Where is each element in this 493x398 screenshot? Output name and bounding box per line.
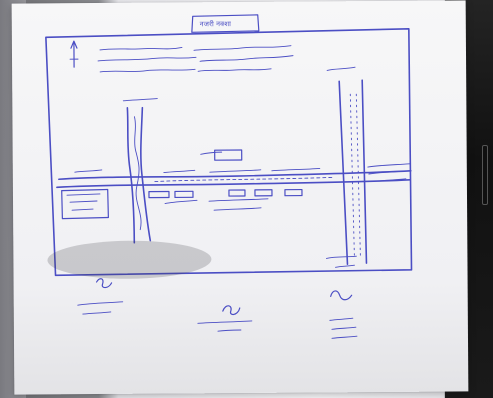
note-line-5 [199,55,294,62]
left-parcel-box [61,188,109,220]
main-road-bottom-edge [56,179,411,189]
road-label-3 [209,169,262,173]
signature-left-label-2 [82,311,112,315]
small-box-1 [148,190,170,199]
road-label-1 [74,169,103,173]
vertical-road-centerline [349,93,355,258]
left-road-label [122,98,158,102]
small-box-3 [228,189,246,197]
road-label-4 [271,167,321,172]
right-road-note-2 [368,170,411,175]
signature-center-label-2 [217,329,242,332]
note-line-1 [99,46,183,51]
left-vertical-road-right [140,106,152,242]
note-line-4 [193,45,292,51]
label-box-top [214,149,243,161]
note-line-2 [97,56,197,62]
small-box-5 [284,188,303,197]
left-vertical-road-left [126,106,136,244]
road-label-2 [163,169,196,173]
main-road-centerline [154,176,335,183]
vertical-road-bottom-note-2 [335,264,355,268]
right-road-note-1 [367,163,411,168]
main-road-top-edge [58,170,412,181]
signature-left [95,278,113,289]
hand-shadow [47,240,212,279]
sub-label-2 [208,198,269,202]
left-parcel-line-3 [71,208,94,211]
signature-left-label-1 [77,301,124,306]
hand-drawn-map: नजरी नक्शा [45,14,413,339]
signature-right-label-3 [331,335,358,339]
north-arrow-icon [69,40,79,68]
top-right-note [326,66,356,71]
paper-sheet: नजरी नक्शा [11,0,469,395]
left-vertical-road-centerline [133,116,142,231]
signature-right-label-1 [329,317,354,321]
note-line-3 [99,68,196,73]
document-title: नजरी नक्शा [200,19,231,28]
map-border [45,28,413,277]
vertical-road-bottom-note [325,255,357,259]
sub-label-3 [213,207,262,211]
right-road-note-3 [378,178,407,182]
signature-right [330,290,353,301]
signature-right-label-2 [331,326,357,330]
signature-center [222,305,241,316]
left-parcel-line-2 [69,200,98,203]
note-line-6 [197,68,272,72]
vertical-road-centerline-2 [355,93,361,258]
title-box [191,14,260,33]
sub-label-1 [164,199,198,204]
left-parcel-line-1 [66,193,101,196]
vertical-road-right-edge [361,79,368,264]
small-box-4 [254,189,273,197]
label-connector-top [200,151,223,155]
small-box-2 [174,190,194,199]
signature-center-label-1 [197,320,253,324]
